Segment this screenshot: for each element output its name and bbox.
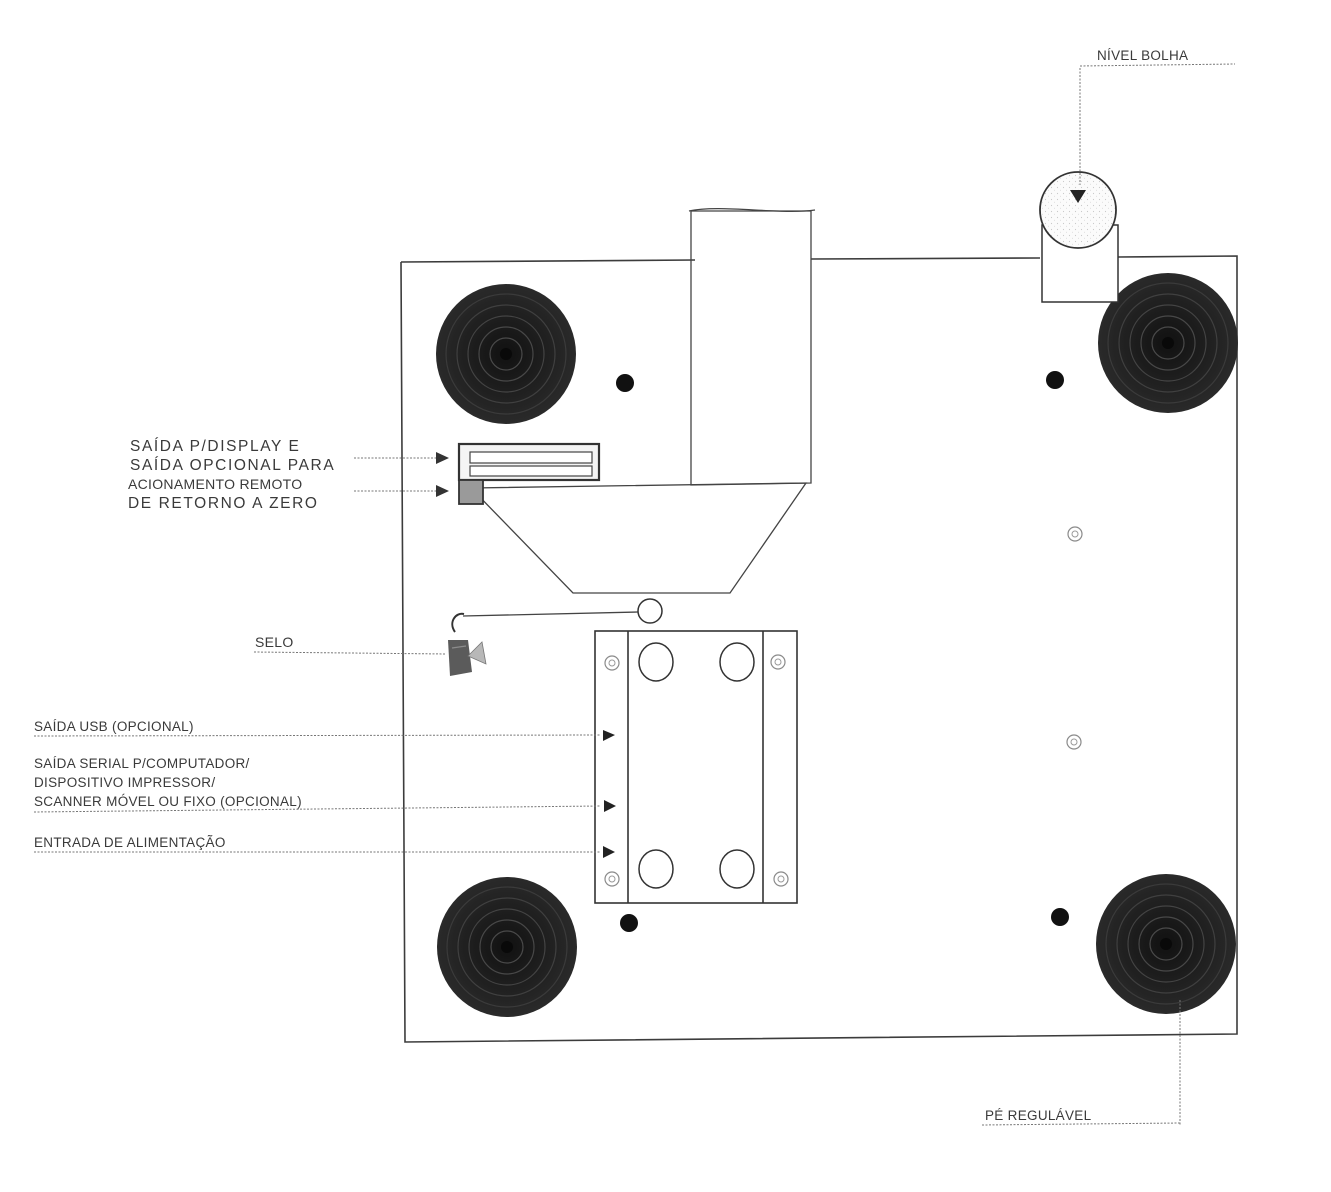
display-label-line2: SAÍDA OPCIONAL PARA (130, 457, 335, 474)
display-connector (457, 442, 601, 505)
display-arrow-2 (436, 485, 449, 497)
screw-mark (1067, 526, 1083, 542)
seal-ring (637, 598, 663, 624)
usb-port-arrow (603, 730, 615, 741)
screw-mark (1066, 734, 1082, 750)
seal-wire (462, 611, 639, 617)
foot-bottom-left (436, 876, 578, 1018)
foot-bottom-right (1095, 873, 1237, 1015)
bubble-level (1039, 171, 1119, 303)
bubble-level-underline (1079, 63, 1236, 67)
serial-label-line1: SAÍDA SERIAL P/COMPUTADOR/ (34, 756, 250, 771)
power-label: ENTRADA DE ALIMENTAÇÃO (34, 835, 226, 850)
load-cell-column (690, 210, 812, 486)
selo-leader (253, 651, 447, 655)
serial-label-line3: SCANNER MÓVEL OU FIXO (OPCIONAL) (34, 794, 302, 809)
base-plate (400, 255, 1238, 1043)
seal-icon (448, 612, 487, 676)
display-label-line3: ACIONAMENTO REMOTO (128, 476, 302, 492)
connector-plate (594, 630, 798, 904)
power-port-arrow (603, 846, 615, 858)
foot-top-left (435, 283, 577, 425)
foot-top-right (1097, 272, 1239, 414)
display-label-line1: SAÍDA P/DISPLAY E (130, 438, 301, 455)
usb-leader (33, 734, 601, 737)
load-cell-top-edge (688, 207, 816, 212)
display-arrow-1 (436, 452, 449, 464)
usb-label: SAÍDA USB (OPCIONAL) (34, 719, 194, 734)
foot-underline (981, 1122, 1181, 1126)
fixing-hole (620, 914, 638, 932)
fixing-hole (1051, 908, 1069, 926)
fixing-hole (1046, 371, 1064, 389)
serial-label-line2: DISPOSITIVO IMPRESSOR/ (34, 775, 215, 790)
selo-label: SELO (255, 634, 294, 650)
display-label-line4: DE RETORNO A ZERO (128, 495, 319, 512)
serial-port-arrow (604, 800, 616, 812)
level-bubble-label: NÍVEL BOLHA (1097, 48, 1188, 63)
adjustable-foot-label: PÉ REGULÁVEL (985, 1108, 1092, 1123)
cable-channel (469, 482, 808, 594)
fixing-hole (616, 374, 634, 392)
